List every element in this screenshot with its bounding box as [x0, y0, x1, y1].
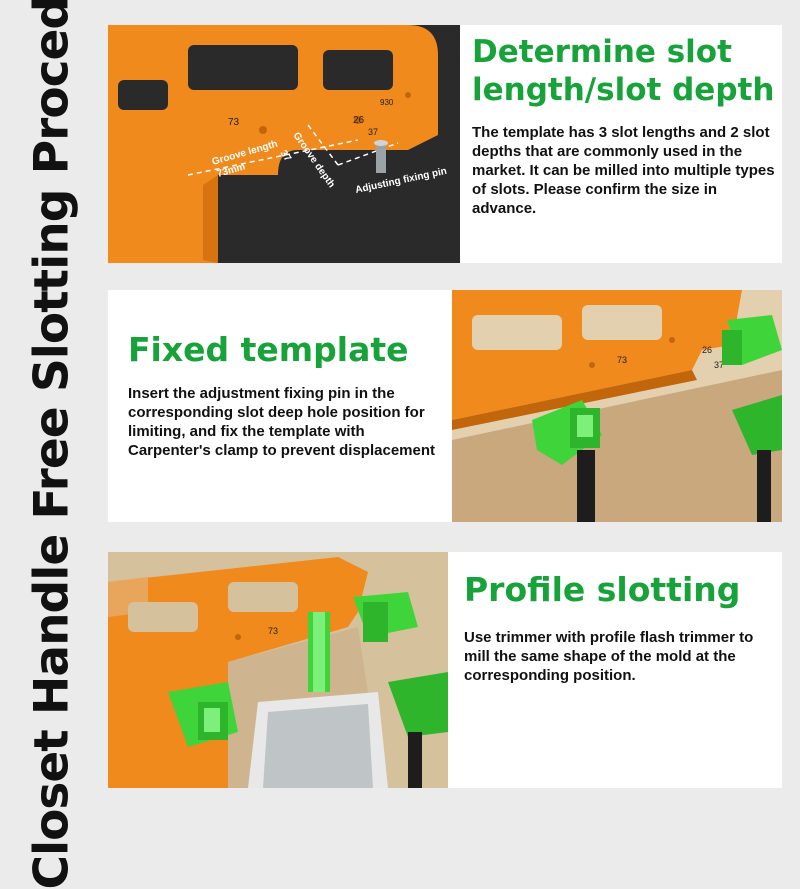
- step-panel-profile-slotting: 73 Profile slotting Use trimmer with pro…: [108, 552, 782, 788]
- mark-37: 37: [714, 360, 724, 370]
- side-title-container: Closet Handle Free Slotting Procedure: [0, 0, 105, 889]
- mark-37: 37: [368, 127, 378, 137]
- step-text: Profile slotting Use trimmer with profil…: [464, 552, 776, 685]
- mark-73: 73: [617, 355, 627, 365]
- step-description: Use trimmer with profile flash trimmer t…: [464, 629, 754, 684]
- step-heading: Determine slot length/slot depth: [472, 34, 775, 108]
- step-heading: Profile slotting: [464, 570, 741, 609]
- clamp-illustration: 73 26 37: [452, 290, 782, 522]
- step-description: Insert the adjustment fixing pin in the …: [128, 385, 435, 459]
- step-text: Determine slot length/slot depth The tem…: [472, 25, 777, 218]
- clamp-photo: 73 26 37: [452, 290, 782, 522]
- trimmer-photo: 73: [108, 552, 448, 788]
- step-panel-fixed-template: Fixed template Insert the adjustment fix…: [108, 290, 782, 522]
- mark-26: 26: [353, 115, 365, 126]
- step-heading: Fixed template: [128, 330, 409, 369]
- mark-26: 26: [702, 345, 712, 355]
- mark-73: 73: [228, 117, 240, 128]
- template-illustration: 73 26 37 930 Groove length 73mm Groove d…: [108, 25, 460, 263]
- mark-73: 73: [268, 626, 278, 636]
- step-description: The template has 3 slot lengths and 2 sl…: [472, 124, 775, 217]
- mark-930: 930: [380, 98, 394, 107]
- step-text: Fixed template Insert the adjustment fix…: [128, 290, 438, 460]
- step-panel-determine-slot: 73 26 37 930 Groove length 73mm Groove d…: [108, 25, 782, 263]
- side-title: Closet Handle Free Slotting Procedure: [25, 0, 81, 889]
- trimmer-illustration: 73: [108, 552, 448, 788]
- template-photo: 73 26 37 930 Groove length 73mm Groove d…: [108, 25, 460, 263]
